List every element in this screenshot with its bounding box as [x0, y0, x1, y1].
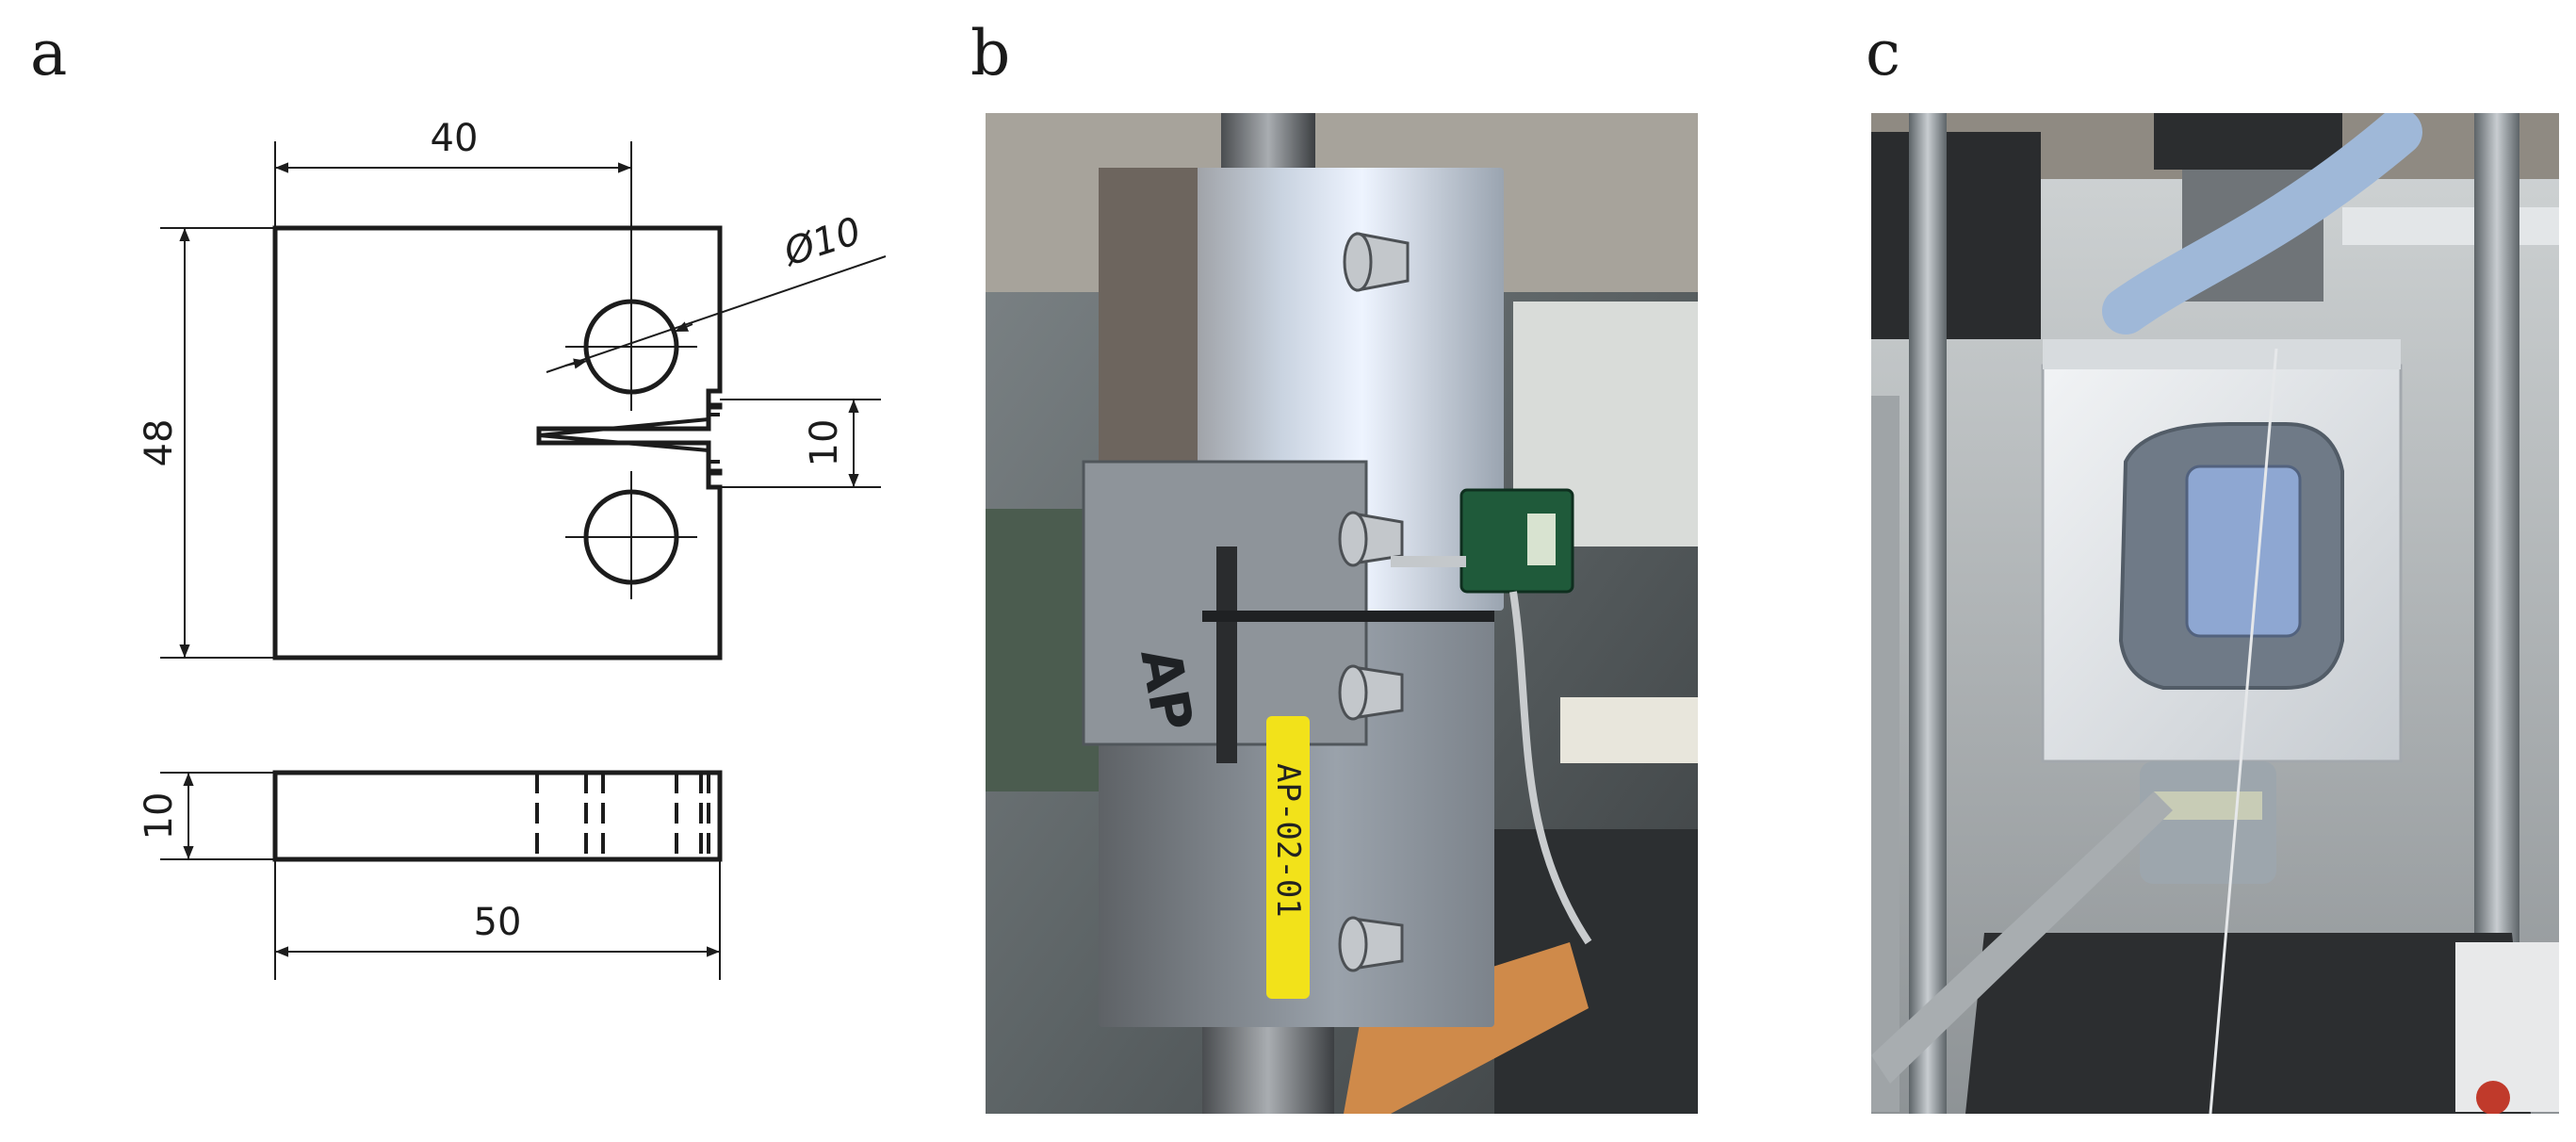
dim-bottom-width — [274, 859, 721, 980]
dim-thickness-label: 10 — [138, 792, 181, 840]
specimen-drawing: 40 48 Ø10 10 10 50 — [138, 117, 887, 980]
dim-height — [160, 227, 275, 659]
dim-hole-diameter-label: Ø10 — [777, 209, 866, 275]
specimen-side-view — [272, 770, 723, 862]
side-view-hidden-lines — [535, 773, 710, 859]
specimen-front-outline — [272, 225, 723, 661]
notch — [538, 413, 720, 464]
dim-top-width — [274, 141, 632, 302]
dim-hole-diameter — [546, 255, 887, 373]
dim-top-width-label: 40 — [431, 117, 479, 160]
upper-hole — [565, 283, 697, 411]
specimen-marking: AP — [1128, 644, 1205, 736]
dim-thickness — [160, 772, 275, 860]
photo-clevis-grips: AP AP-02-01 — [986, 113, 1698, 1114]
dim-slot — [720, 399, 881, 488]
photo-environmental-chamber — [1871, 113, 2559, 1114]
dim-bottom-width-label: 50 — [474, 901, 522, 944]
dim-slot-label: 10 — [803, 419, 846, 467]
lower-hole — [565, 471, 697, 599]
specimen-label: AP-02-01 — [1269, 763, 1307, 918]
dim-height-label: 48 — [138, 419, 181, 467]
panel-label-a: a — [30, 17, 68, 90]
panel-label-c: c — [1866, 17, 1900, 90]
panel-label-b: b — [970, 17, 1011, 90]
